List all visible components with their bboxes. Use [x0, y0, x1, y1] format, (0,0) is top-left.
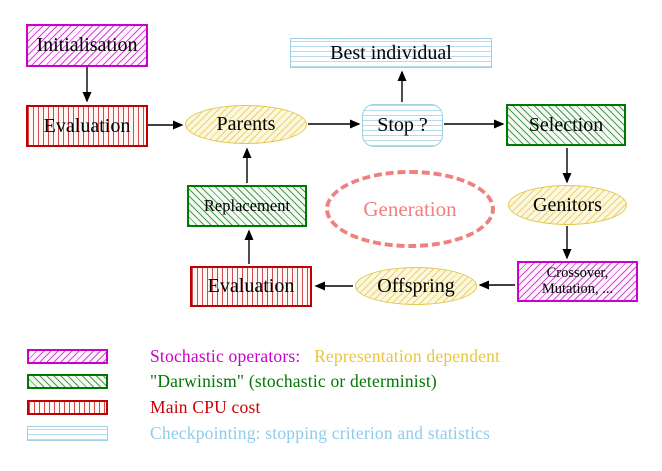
node-replacement-label: Replacement [203, 196, 291, 216]
node-best-individual-label: Best individual [330, 41, 452, 64]
node-evaluation-top: Evaluation [26, 105, 148, 147]
node-selection-label: Selection [528, 113, 604, 136]
node-crossover-mutation: Crossover, Mutation, ... [517, 261, 638, 302]
legend-label-darwinism: "Darwinism" (stochastic or determinist) [150, 371, 437, 391]
node-selection: Selection [506, 104, 626, 146]
node-parents-label: Parents [216, 113, 276, 135]
legend-row-stochastic-operators: Stochastic operators: Representation dep… [27, 346, 500, 367]
legend-swatch-darwinism [27, 374, 108, 389]
legend-swatch-checkpointing [27, 426, 108, 441]
node-initialisation: Initialisation [26, 24, 148, 67]
node-replacement: Replacement [187, 185, 307, 227]
node-stop: Stop ? [362, 104, 443, 147]
node-evaluation-bottom: Evaluation [190, 266, 312, 307]
node-offspring-label: Offspring [377, 274, 455, 297]
node-genitors-label: Genitors [533, 193, 602, 216]
node-generation-label: Generation [363, 196, 457, 221]
legend-label-representation-dependent: Representation dependent [314, 346, 501, 366]
legend-label-stochastic-operators: Stochastic operators: Representation dep… [150, 346, 500, 367]
legend-label-stochastic-operators-part1: Stochastic operators: [150, 346, 301, 366]
node-best-individual: Best individual [290, 38, 492, 68]
node-crossover-line1: Crossover, [546, 265, 609, 282]
legend-label-main-cpu-cost: Main CPU cost [150, 397, 261, 417]
node-generation: Generation [325, 170, 495, 248]
node-genitors: Genitors [508, 185, 627, 225]
node-evaluation-top-label: Evaluation [43, 114, 131, 137]
node-offspring: Offspring [355, 267, 477, 305]
legend-row-main-cpu-cost: Main CPU cost [27, 397, 261, 418]
node-initialisation-label: Initialisation [36, 34, 138, 56]
node-crossover-line2: Mutation, ... [541, 280, 614, 297]
legend-row-darwinism: "Darwinism" (stochastic or determinist) [27, 371, 437, 392]
node-stop-label: Stop ? [377, 114, 428, 136]
legend-swatch-main-cpu-cost [27, 400, 108, 415]
legend-row-checkpointing: Checkpointing: stopping criterion and st… [27, 423, 490, 444]
node-evaluation-bottom-label: Evaluation [207, 275, 295, 297]
legend-label-checkpointing: Checkpointing: stopping criterion and st… [150, 423, 491, 443]
node-parents: Parents [185, 105, 307, 144]
legend-swatch-stochastic-operators [27, 349, 108, 364]
